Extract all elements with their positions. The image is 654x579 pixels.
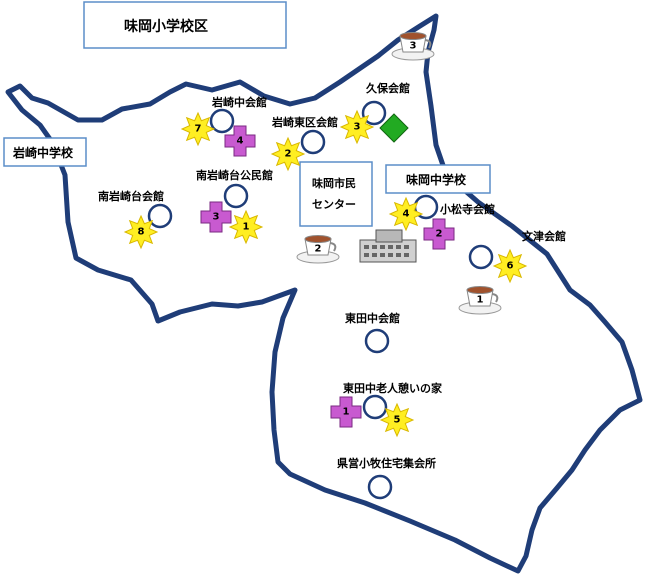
star-marker-8: 8 (123, 214, 159, 250)
iwasaki-jh-box (3, 137, 87, 167)
civic-center-line2: センター (312, 198, 356, 211)
cross-number: 3 (213, 212, 220, 223)
star-marker-2: 2 (270, 136, 306, 172)
cross-number: 4 (237, 136, 244, 147)
cup-number: 2 (315, 244, 322, 255)
kubo-marker (361, 100, 387, 126)
minami-iwasakidai-kominkan-marker (223, 183, 249, 209)
minami-iwasakidai-kominkan-label: 南岩崎台公民館 (196, 168, 273, 182)
star-marker-3: 3 (339, 109, 375, 145)
facility-markers (147, 100, 494, 500)
cross-number: 2 (436, 229, 443, 240)
kenei-komaki-label: 県営小牧住宅集会所 (337, 456, 436, 470)
higashida-naka-rojin-label: 東田中老人憩いの家 (343, 381, 443, 395)
star-marker-7: 7 (180, 111, 216, 147)
bunshin-label: 文津会館 (522, 229, 566, 243)
star-marker-6: 6 (492, 248, 528, 284)
higashida-naka-rojin-marker (362, 394, 388, 420)
coffee-cup-icon-3: 3 (391, 32, 435, 61)
coffee-cup-markers: 3 2 1 (296, 32, 502, 315)
iwasaki-higashi-label: 岩崎東区会館 (271, 115, 338, 129)
higashida-naka-label: 東田中会館 (345, 311, 400, 325)
title-box (83, 1, 287, 49)
star-marker-1: 1 (228, 209, 264, 245)
star-number: 2 (285, 149, 292, 160)
civic-center-line1: 味岡市民 (312, 176, 356, 190)
iwasaki-naka-label: 岩崎中会館 (211, 95, 267, 109)
cross-markers: 4 3 2 1 (200, 125, 455, 428)
minami-iwasakidai-kaikan-marker (147, 203, 173, 229)
cross-marker-1: 1 (330, 396, 362, 428)
higashida-naka-marker (364, 328, 390, 354)
ajioka-jh-box (385, 164, 491, 194)
star-number: 6 (507, 261, 514, 272)
iwasaki-jh-label: 岩崎中学校 (12, 145, 74, 160)
kenei-komaki-marker (367, 474, 393, 500)
cross-marker-4: 4 (224, 125, 256, 157)
cup-number: 1 (477, 295, 484, 306)
cross-marker-3: 3 (200, 201, 232, 233)
diamond-marker (379, 113, 409, 143)
district-boundary (5, 13, 643, 574)
star-markers: 7 2 3 8 1 4 6 5 (123, 109, 528, 438)
star-number: 1 (243, 222, 250, 233)
coffee-cup-icon-1: 1 (458, 286, 502, 315)
star-number: 4 (403, 209, 410, 220)
map-title: 味岡小学校区 (124, 18, 208, 35)
bunshin-marker (468, 244, 494, 270)
ajioka-jh-label: 味岡中学校 (406, 172, 467, 187)
star-number: 5 (394, 415, 401, 426)
cup-number: 3 (410, 41, 417, 52)
iwasaki-higashi-marker (300, 129, 326, 155)
civic-center-box (299, 161, 373, 227)
cross-marker-2: 2 (423, 218, 455, 250)
star-marker-4: 4 (388, 196, 424, 232)
star-number: 7 (195, 124, 202, 135)
minami-iwasakidai-kaikan-label: 南岩崎台会館 (98, 189, 164, 203)
star-number: 3 (354, 122, 361, 133)
iwasaki-naka-marker (209, 108, 235, 134)
star-marker-5: 5 (379, 402, 415, 438)
coffee-cup-icon-2: 2 (296, 235, 340, 264)
komatsuji-label: 小松寺会館 (439, 202, 495, 216)
school-building-icon (359, 229, 417, 263)
cross-number: 1 (343, 407, 350, 418)
kubo-label: 久保会館 (366, 81, 410, 95)
star-number: 8 (138, 227, 145, 238)
